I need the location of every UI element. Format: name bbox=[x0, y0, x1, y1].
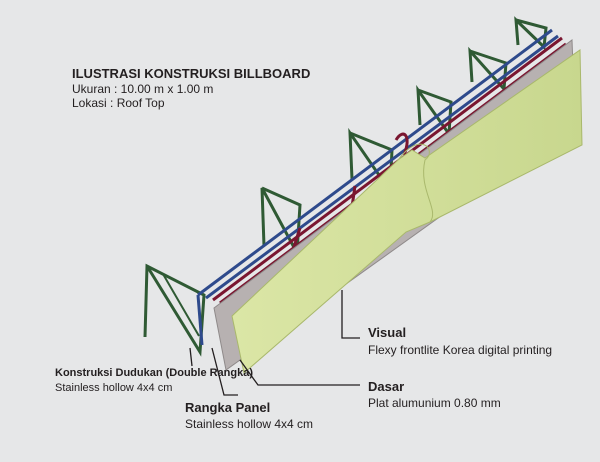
dudukan-description: Stainless hollow 4x4 cm bbox=[55, 382, 173, 394]
dasar-description: Plat alumunium 0.80 mm bbox=[368, 396, 501, 410]
leader-rangka bbox=[211, 347, 238, 396]
leader-visual bbox=[341, 290, 360, 339]
rangka-panel-description: Stainless hollow 4x4 cm bbox=[185, 417, 314, 431]
dasar-label: Dasar bbox=[368, 379, 405, 394]
leader-dasar bbox=[239, 359, 360, 386]
dudukan-label: Konstruksi Dudukan (Double Rangka) bbox=[55, 367, 254, 379]
support-frame-1 bbox=[143, 263, 206, 357]
visual-panel-fold bbox=[397, 143, 434, 223]
leader-dudukan bbox=[189, 347, 193, 367]
leader-lines bbox=[189, 290, 360, 396]
frame-blue-rails bbox=[196, 28, 559, 346]
support-frame-6 bbox=[514, 16, 548, 51]
size-text: Ukuran : 10.00 m x 1.00 m bbox=[72, 82, 214, 96]
visual-label: Visual bbox=[368, 325, 407, 340]
visual-panel bbox=[231, 49, 583, 374]
diagram-title: ILUSTRASI KONSTRUKSI BILLBOARD bbox=[72, 66, 311, 81]
rangka-panel-label: Rangka Panel bbox=[185, 400, 271, 415]
location-text: Lokasi : Roof Top bbox=[72, 96, 165, 110]
visual-description: Flexy frontlite Korea digital printing bbox=[368, 343, 553, 357]
